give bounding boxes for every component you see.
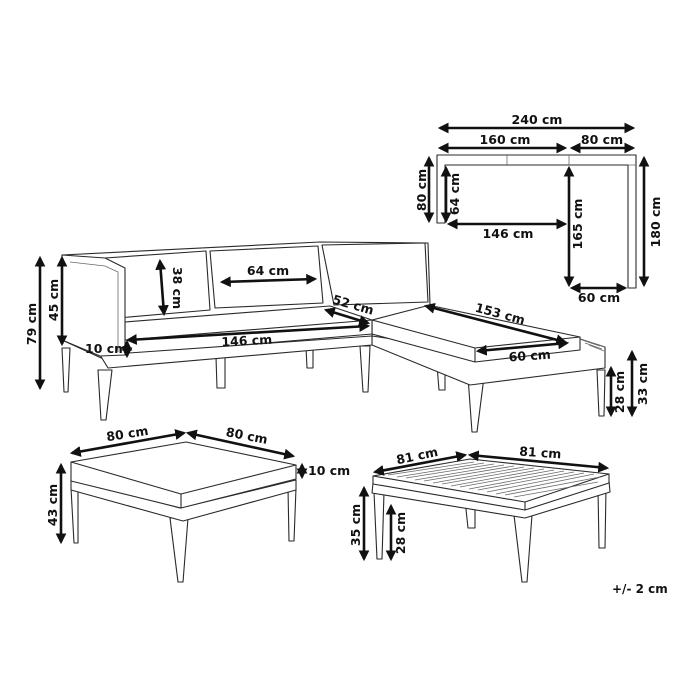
plan-outline — [436, 154, 637, 289]
table-leg-front — [513, 514, 533, 583]
sofa-leg — [61, 347, 71, 393]
label-sofa-depth: 80 cm — [414, 169, 429, 211]
label-back-cushion-height: 38 cm — [170, 267, 185, 309]
label-armrest-height: 45 cm — [46, 279, 61, 321]
ottoman-dimensions: 80 cm 80 cm 43 cm 10 cm — [45, 423, 350, 545]
sofa-leg — [359, 345, 371, 393]
label-back-cushion-width: 64 cm — [247, 263, 289, 278]
label-table-clearance: 28 cm — [393, 512, 408, 554]
tolerance-note: +/- 2 cm — [612, 582, 668, 596]
label-chaise-total-height: 33 cm — [635, 363, 650, 405]
dim-arrow-back-cushion-width — [219, 273, 318, 288]
label-total-height: 79 cm — [24, 303, 39, 345]
armrest-inner — [69, 261, 119, 352]
chaise-slats — [576, 337, 606, 352]
dim-arrow-ottoman-width — [69, 429, 187, 457]
label-table-height: 35 cm — [348, 504, 363, 546]
top-view-plan: 240 cm 160 cm 80 cm 80 cm 64 cm 146 cm 1… — [414, 112, 663, 305]
dim-arrow-seat-depth — [323, 307, 371, 326]
dim-arrow-chaise-seat-width — [475, 338, 570, 356]
label-cushion-thickness: 10 cm — [85, 341, 127, 356]
back-cushion — [321, 242, 429, 306]
label-overall-width: 240 cm — [512, 112, 563, 127]
ottoman-perspective — [70, 441, 297, 583]
table-dimensions: 81 cm 81 cm 35 cm 28 cm — [348, 444, 610, 562]
label-table-depth: 81 cm — [519, 444, 562, 462]
dim-arrow-seat-width — [125, 321, 371, 345]
label-chaise-length: 180 cm — [648, 197, 663, 248]
label-chaise-seat-width: 60 cm — [578, 290, 620, 305]
ottoman-leg — [70, 487, 79, 544]
ottoman-leg-front — [169, 517, 189, 583]
sofa-leg-front — [97, 369, 113, 421]
dim-arrow-back-cushion-height — [155, 258, 169, 317]
label-chaise-seat-width: 60 cm — [508, 347, 551, 365]
chaise-leg — [596, 369, 606, 417]
ottoman-leg — [287, 487, 297, 542]
sofa-perspective — [61, 241, 606, 433]
label-seat-width: 146 cm — [221, 332, 273, 350]
label-chaise-frame-height: 28 cm — [612, 371, 627, 413]
dim-arrow-chaise-seat-length — [423, 302, 568, 346]
label-chaise-seat-length: 165 cm — [570, 199, 585, 250]
table-leg — [597, 487, 607, 549]
sofa-leg — [215, 356, 226, 389]
label-sofa-width: 160 cm — [480, 132, 531, 147]
label-ottoman-cushion: 10 cm — [308, 463, 350, 478]
dim-arrow-ottoman-depth — [185, 429, 296, 460]
label-seat-width: 146 cm — [483, 226, 534, 241]
label-ottoman-height: 43 cm — [45, 484, 60, 526]
label-seat-depth: 64 cm — [447, 173, 462, 215]
dim-arrow-table-width — [372, 451, 468, 476]
label-ottoman-width: 80 cm — [105, 423, 149, 444]
label-chaise-width: 80 cm — [581, 132, 623, 147]
dim-arrow-table-depth — [467, 450, 610, 473]
table-leg — [373, 491, 385, 560]
